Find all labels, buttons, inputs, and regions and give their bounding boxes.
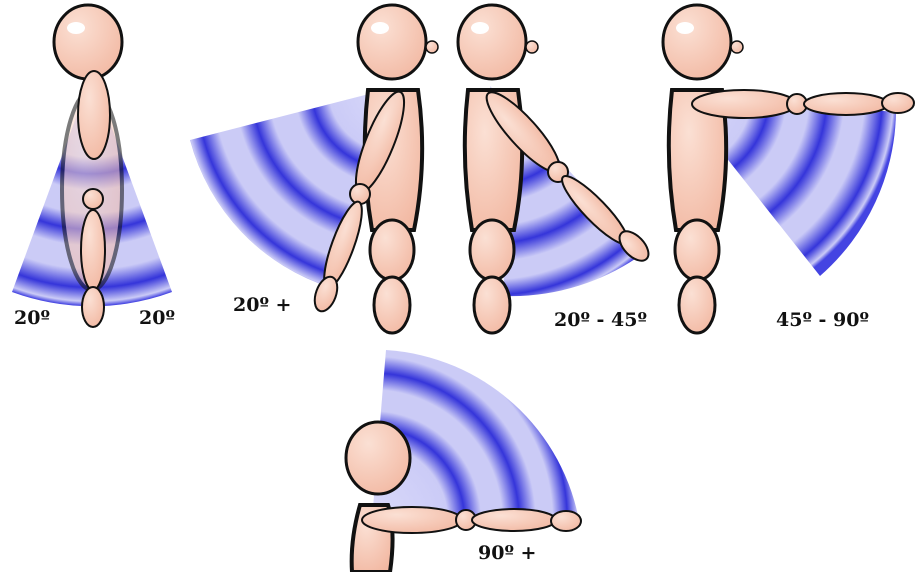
label-neutral-right: 20º bbox=[139, 307, 175, 329]
label-extension: 20º + bbox=[233, 294, 291, 316]
panel-overhead bbox=[346, 350, 581, 572]
panel-moderate-flexion bbox=[663, 5, 914, 333]
panel-mild-flexion bbox=[458, 5, 654, 333]
label-overhead: 90º + bbox=[478, 542, 536, 564]
panel-extension bbox=[190, 5, 438, 333]
label-moderate-flexion: 45º - 90º bbox=[776, 309, 869, 331]
label-neutral-left: 20º bbox=[14, 307, 50, 329]
label-mild-flexion: 20º - 45º bbox=[554, 309, 647, 331]
panel-neutral bbox=[12, 5, 172, 327]
